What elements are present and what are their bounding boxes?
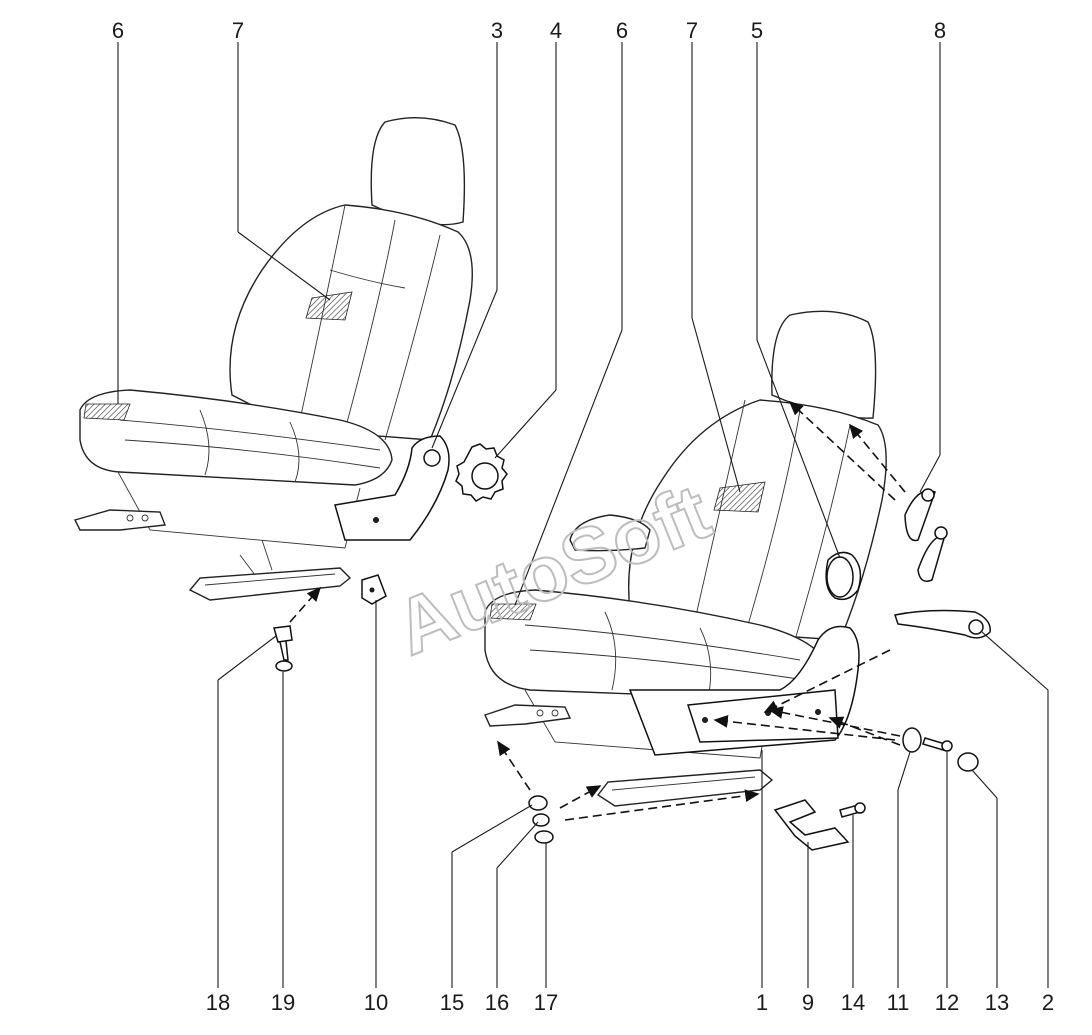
right-cushion xyxy=(484,589,831,701)
callout-16: 16 xyxy=(485,990,509,1015)
callout-12: 12 xyxy=(935,990,959,1015)
right-backrest-label-patch xyxy=(713,481,766,513)
left-side-trim xyxy=(334,435,450,541)
right-cushion-label-patch xyxy=(489,603,537,621)
support-bracket xyxy=(773,799,850,851)
left-front-bracket xyxy=(73,509,166,531)
callout-4: 4 xyxy=(550,18,562,43)
trim-spacer xyxy=(902,727,922,753)
right-seat xyxy=(484,310,991,851)
callout-18: 18 xyxy=(206,990,230,1015)
callout-5: 5 xyxy=(751,18,763,43)
callout-1: 1 xyxy=(756,990,768,1015)
callouts-top: 6 7 3 4 6 7 5 8 xyxy=(112,18,946,43)
callout-9: 9 xyxy=(802,990,814,1015)
callout-6-left: 6 xyxy=(112,18,124,43)
left-headrest xyxy=(370,116,466,226)
callout-3: 3 xyxy=(491,18,503,43)
right-armrest xyxy=(569,514,651,552)
callout-6-right: 6 xyxy=(616,18,628,43)
callout-15: 15 xyxy=(440,990,464,1015)
left-cushion-label-patch xyxy=(83,403,131,421)
right-rail xyxy=(596,769,774,807)
leader-lines xyxy=(117,42,1049,988)
headrest-guide-lower xyxy=(917,534,946,582)
trim-cap xyxy=(957,752,979,772)
left-washer xyxy=(275,660,293,672)
callout-13: 13 xyxy=(985,990,1009,1015)
callout-7-left: 7 xyxy=(232,18,244,43)
callout-11: 11 xyxy=(887,990,910,1015)
callout-7-right: 7 xyxy=(686,18,698,43)
callouts-bottom: 18 19 10 15 16 17 1 9 14 11 12 13 2 xyxy=(206,990,1054,1015)
rail-nut xyxy=(528,795,548,811)
callout-2: 2 xyxy=(1042,990,1054,1015)
callout-19: 19 xyxy=(271,990,295,1015)
left-seat xyxy=(73,116,508,672)
recline-lever xyxy=(894,609,991,639)
left-bolt xyxy=(273,625,293,661)
callout-17: 17 xyxy=(534,990,558,1015)
rail-flat-washer xyxy=(534,830,554,844)
callout-10: 10 xyxy=(364,990,388,1015)
callout-8: 8 xyxy=(934,18,946,43)
left-backrest xyxy=(229,204,473,441)
callout-14: 14 xyxy=(841,990,865,1015)
left-cushion xyxy=(79,389,393,486)
left-backrest-label-patch xyxy=(305,291,353,321)
right-backrest xyxy=(627,399,887,641)
right-front-bracket xyxy=(484,704,572,727)
headrest-guide-upper xyxy=(904,490,936,542)
